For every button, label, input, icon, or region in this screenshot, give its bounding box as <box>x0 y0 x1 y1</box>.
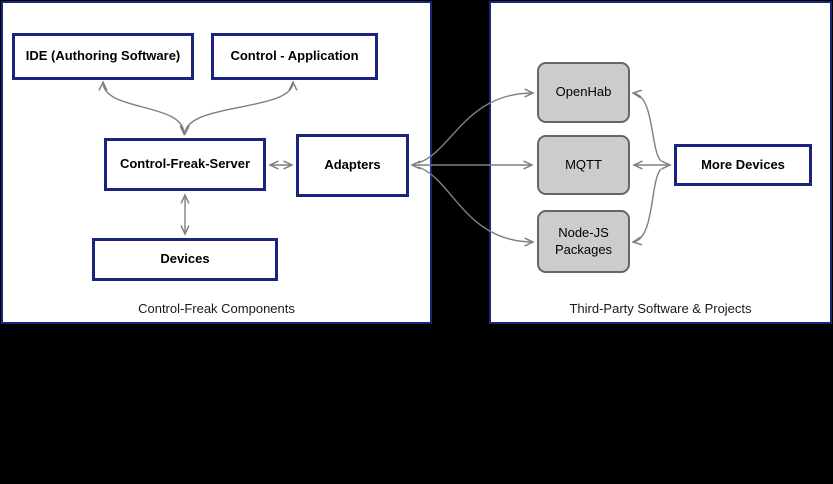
node-openhab: OpenHab <box>537 62 630 123</box>
node-devices: Devices <box>92 238 278 281</box>
node-control-freak-server: Control-Freak-Server <box>104 138 266 191</box>
node-more-devices: More Devices <box>674 144 812 186</box>
node-control-application: Control - Application <box>211 33 378 80</box>
panel-caption-left: Control-Freak Components <box>138 301 295 316</box>
panel-caption-right: Third-Party Software & Projects <box>569 301 752 316</box>
node-mqtt: MQTT <box>537 135 630 195</box>
node-ide: IDE (Authoring Software) <box>12 33 194 80</box>
node-nodejs-packages: Node-JS Packages <box>537 210 630 273</box>
node-adapters: Adapters <box>296 134 409 197</box>
